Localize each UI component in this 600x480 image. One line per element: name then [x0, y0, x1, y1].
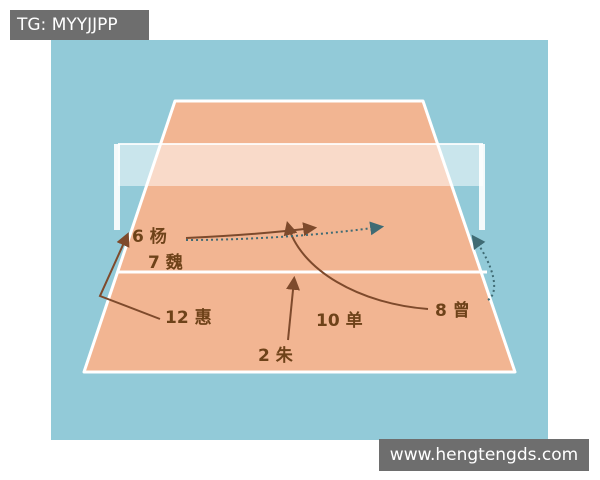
player-label-6: 6 杨 — [132, 226, 167, 247]
player-label-7: 7 魏 — [148, 252, 183, 273]
arrow-2-to-7 — [286, 275, 300, 341]
net-post-left — [114, 144, 120, 230]
player-label-10: 10 单 — [316, 310, 363, 331]
net-post-right — [479, 144, 485, 230]
arrow-12-to-6 — [98, 232, 161, 320]
watermark-tag: TG: MYYJJPP — [10, 10, 149, 40]
player-label-12: 12 惠 — [165, 307, 212, 328]
watermark-website: www.hengtengds.com — [379, 439, 589, 471]
arrow-8-to-7 — [283, 220, 429, 310]
arrow-6-to-7 — [185, 222, 318, 239]
arrow-dotted-set — [185, 221, 385, 241]
player-label-2: 2 朱 — [258, 345, 294, 366]
arrow-dotted-8 — [471, 234, 496, 301]
player-label-8: 8 曾 — [435, 300, 470, 321]
net-band — [118, 144, 483, 186]
